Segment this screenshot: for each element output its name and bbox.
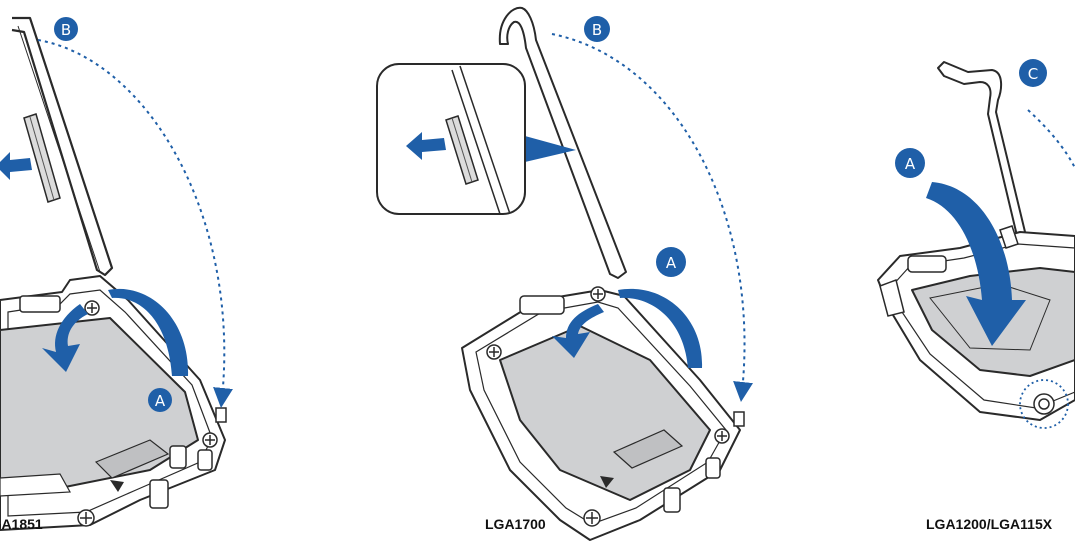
- arrow-icon: [37, 39, 233, 408]
- badge-a-label: A: [155, 392, 166, 410]
- badge-a: A: [148, 388, 172, 412]
- panel-lga1851: B A: [0, 16, 233, 531]
- retention-clip: [23, 113, 61, 203]
- hinge-screw-icon: [1019, 379, 1069, 429]
- lever-arm: [498, 6, 627, 279]
- caption-lga1851: LGA1851: [0, 516, 43, 532]
- lever-arm: [11, 16, 114, 277]
- badge-b: B: [54, 17, 78, 41]
- load-plate: [0, 275, 227, 531]
- panel-lga1700: B A: [376, 6, 753, 541]
- badge-b-label: B: [61, 21, 71, 39]
- badge-a-label: A: [905, 155, 916, 173]
- arrow-icon: [0, 152, 32, 180]
- arrow-icon: [551, 33, 753, 402]
- badge-a: A: [895, 148, 925, 178]
- arrow-icon: [552, 304, 604, 358]
- badge-c-label: C: [1028, 65, 1038, 83]
- load-plate: [461, 289, 745, 541]
- zoom-callout: [376, 63, 576, 215]
- badge-c: C: [1019, 59, 1047, 87]
- hinge-screw-icon: [77, 300, 218, 527]
- caption-lga1700: LGA1700: [485, 516, 546, 532]
- arrow-icon: [618, 288, 703, 368]
- hinge-screw-icon: [486, 286, 730, 527]
- arrow-icon: [108, 288, 189, 376]
- arrow-icon: [1027, 109, 1075, 169]
- badge-a-label: A: [666, 254, 677, 272]
- badge-b-label: B: [592, 21, 602, 39]
- arrow-icon: [926, 182, 1026, 346]
- arrow-icon: [42, 304, 88, 372]
- caption-lga1200: LGA1200/LGA115X: [926, 516, 1053, 532]
- badge-a: A: [656, 247, 686, 277]
- panel-lga1200: C A: [877, 59, 1075, 429]
- arrow-icon: [406, 132, 446, 160]
- badge-b: B: [584, 16, 610, 42]
